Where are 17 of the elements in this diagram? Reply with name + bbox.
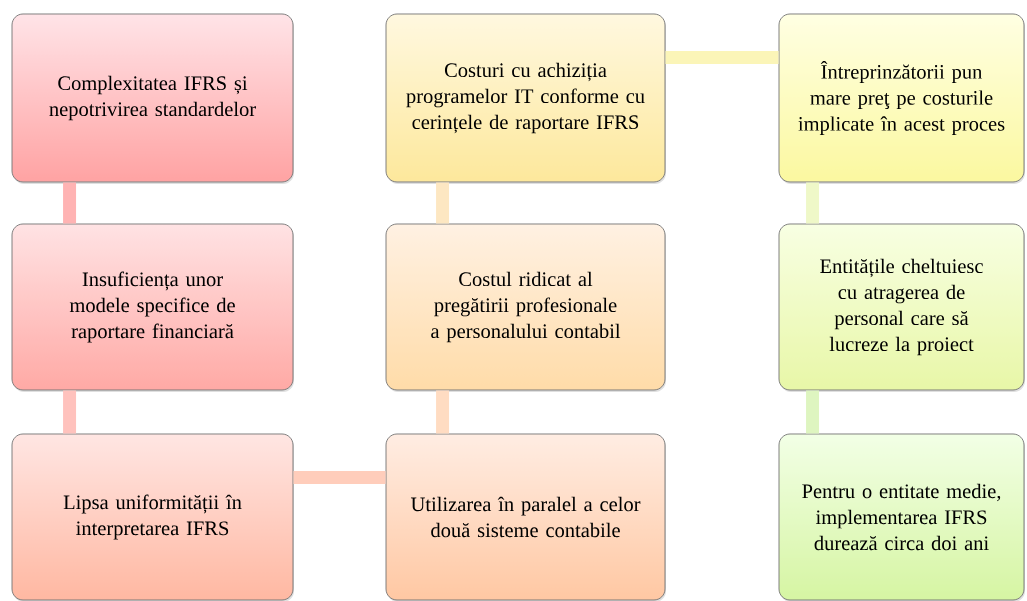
process-box: Lipsa uniformității în interpretarea IFRS bbox=[11, 433, 294, 601]
connector-band bbox=[665, 51, 779, 65]
process-box: Utilizarea în paralel a celor două sisteme contabile bbox=[385, 433, 666, 601]
connector-band bbox=[63, 182, 77, 224]
process-box: Costuri cu achiziția programelor IT conforme cu cerințele de raportare IFRS bbox=[385, 13, 666, 184]
process-box: Entitățile cheltuiesc cu atragerea de personal care să lucreze la proiect bbox=[778, 223, 1025, 392]
connector-band bbox=[436, 390, 450, 434]
process-box: Întreprinzătorii pun mare preţ pe costurile implicate în acest proces bbox=[778, 13, 1025, 184]
process-box: Complexitatea IFRS și nepotrivirea standardelor bbox=[11, 13, 294, 184]
process-box: Costul ridicat al pregătirii profesionale a personalului contabil bbox=[385, 223, 666, 392]
connector-band bbox=[806, 390, 820, 434]
connector-band bbox=[806, 182, 820, 224]
connector-band bbox=[293, 471, 386, 485]
connector-band bbox=[63, 390, 77, 434]
connector-band bbox=[436, 182, 450, 224]
process-box: Pentru o entitate medie, implementarea IFRS durează circa doi ani bbox=[778, 433, 1025, 601]
process-box: Insuficiența unor modele specifice de raportare financiară bbox=[11, 223, 294, 392]
